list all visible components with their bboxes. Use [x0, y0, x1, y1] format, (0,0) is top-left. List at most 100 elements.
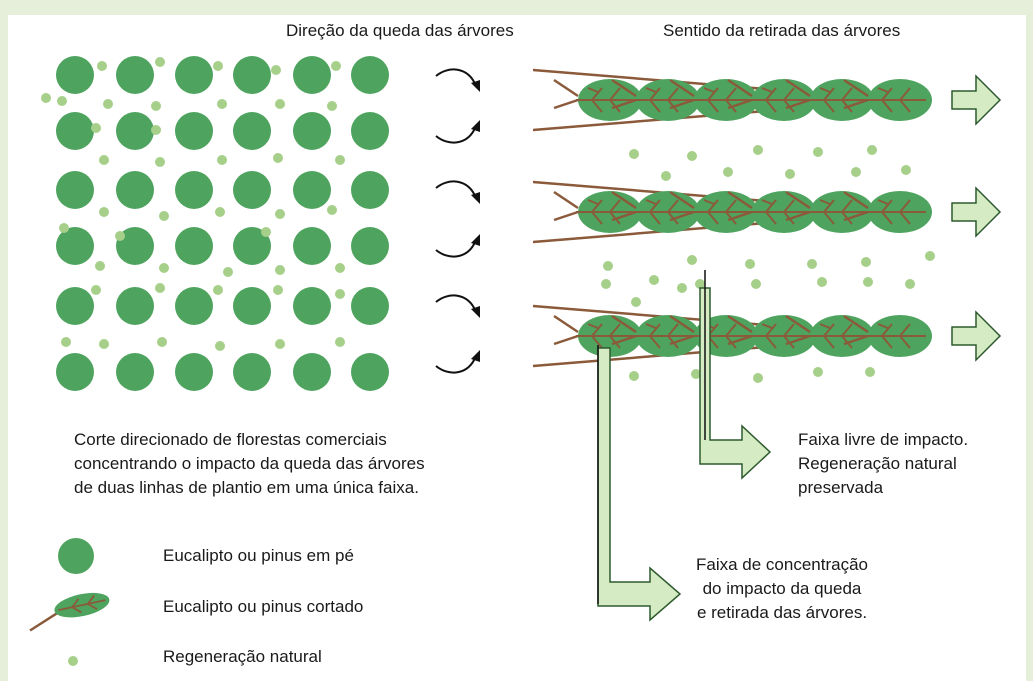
legend-label-regen: Regeneração natural [163, 647, 322, 666]
curved-arrow-icon [435, 294, 481, 319]
regeneration-dot-icon [41, 93, 51, 103]
curved-arrow-icon [435, 180, 481, 205]
regeneration-dot-icon [687, 255, 697, 265]
impact-strip-callout: Faixa de concentração do impacto da qued… [682, 553, 882, 625]
fall-direction-arrows [435, 68, 481, 374]
regeneration-dot-icon [901, 165, 911, 175]
regeneration-dot-icon [925, 251, 935, 261]
regeneration-dot-icon [649, 275, 659, 285]
regeneration-dot-icon [91, 123, 101, 133]
free-strip-callout: Faixa livre de impacto. Regeneração natu… [798, 428, 968, 500]
regeneration-dot-icon [335, 337, 345, 347]
regeneration-dot-icon [331, 61, 341, 71]
curved-arrow-icon [435, 119, 481, 144]
description-line: concentrando o impacto da queda das árvo… [74, 454, 425, 473]
regeneration-dot-icon [661, 171, 671, 181]
cut-tree-icon [552, 189, 644, 235]
regeneration-dot-icon [151, 125, 161, 135]
standing-tree-icon [175, 353, 213, 391]
regeneration-dot-icon [753, 373, 763, 383]
standing-tree-icon [233, 227, 271, 265]
callout-line: preservada [798, 478, 884, 497]
standing-tree-icon [293, 227, 331, 265]
cut-tree-rows [532, 68, 934, 368]
regeneration-dot-icon [751, 279, 761, 289]
regeneration-dot-icon [335, 263, 345, 273]
description-line: de duas linhas de plantio em uma única f… [74, 478, 419, 497]
regeneration-dot-icon [603, 261, 613, 271]
block-arrow-icon [951, 75, 1001, 125]
regeneration-dot-icon [335, 155, 345, 165]
standing-tree-icon [116, 171, 154, 209]
regeneration-dot-icon [213, 285, 223, 295]
regeneration-dot-icon [273, 285, 283, 295]
standing-tree-icon [175, 171, 213, 209]
regeneration-dot-icon [97, 61, 107, 71]
callout-line: Faixa livre de impacto. [798, 430, 969, 449]
regeneration-dot-icon [275, 339, 285, 349]
standing-tree-icon [116, 56, 154, 94]
callout-line: e retirada das árvores. [696, 603, 868, 622]
regeneration-dot-icon [327, 101, 337, 111]
regeneration-dot-icon [687, 151, 697, 161]
cut-tree-icon [552, 77, 644, 123]
standing-tree-icon [56, 56, 94, 94]
regeneration-dot-icon [215, 207, 225, 217]
callout-line: Faixa de concentração [696, 555, 868, 574]
regeneration-dot-icon [159, 263, 169, 273]
standing-tree-icon [351, 112, 389, 150]
regeneration-dot-icon [213, 61, 223, 71]
regeneration-dot-icon [99, 207, 109, 217]
regeneration-dot-icon [745, 259, 755, 269]
standing-tree-grid [56, 56, 389, 391]
standing-tree-icon [293, 287, 331, 325]
standing-tree-icon [351, 227, 389, 265]
standing-tree-icon [351, 287, 389, 325]
regeneration-dot-icon [217, 155, 227, 165]
regeneration-dot-icon [61, 337, 71, 347]
standing-tree-icon [293, 56, 331, 94]
regeneration-dots [41, 57, 935, 383]
regeneration-dot-icon [59, 223, 69, 233]
regeneration-dot-icon [217, 99, 227, 109]
standing-tree-icon [116, 353, 154, 391]
legend-label-standing: Eucalipto ou pinus em pé [163, 546, 354, 565]
standing-tree-icon [293, 353, 331, 391]
callout-line: Regeneração natural [798, 454, 957, 473]
regeneration-dot-icon [95, 261, 105, 271]
regeneration-dot-icon [99, 339, 109, 349]
standing-tree-icon [175, 112, 213, 150]
regeneration-dot-icon [677, 283, 687, 293]
regeneration-dot-icon [861, 257, 871, 267]
standing-tree-icon [233, 353, 271, 391]
standing-tree-icon [116, 112, 154, 150]
regeneration-dot-icon [723, 167, 733, 177]
regeneration-dot-icon [851, 167, 861, 177]
regeneration-dot-icon [275, 265, 285, 275]
cut-tree-icon [29, 592, 110, 632]
block-arrow-icon [951, 187, 1001, 237]
standing-tree-icon [58, 538, 94, 574]
regeneration-dot-icon [155, 57, 165, 67]
standing-tree-icon [233, 112, 271, 150]
regeneration-dot-icon [753, 145, 763, 155]
standing-tree-icon [56, 112, 94, 150]
regeneration-dot-icon [271, 65, 281, 75]
standing-tree-icon [56, 287, 94, 325]
regeneration-dot-icon [807, 259, 817, 269]
standing-tree-icon [175, 227, 213, 265]
regeneration-dot-icon [155, 283, 165, 293]
standing-tree-icon [233, 56, 271, 94]
regeneration-dot-icon [57, 96, 67, 106]
standing-tree-icon [233, 287, 271, 325]
standing-tree-icon [351, 353, 389, 391]
curved-arrow-icon [435, 68, 481, 93]
regeneration-dot-icon [261, 227, 271, 237]
block-arrow-icon [951, 311, 1001, 361]
removal-direction-heading: Sentido da retirada das árvores [663, 21, 901, 40]
regeneration-dot-icon [99, 155, 109, 165]
regeneration-dot-icon [695, 279, 705, 289]
standing-tree-icon [116, 287, 154, 325]
